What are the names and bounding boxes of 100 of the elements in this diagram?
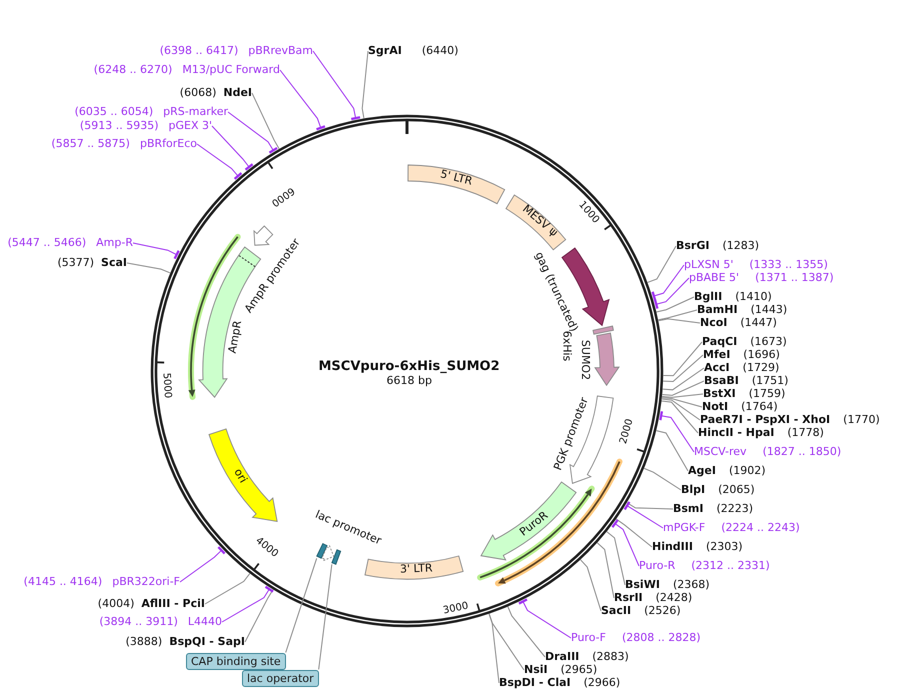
leader-line xyxy=(126,262,171,274)
cut-position: (1283) xyxy=(722,240,760,252)
enzyme-name: MfeI xyxy=(703,349,730,361)
primer-range: (5447 .. 5466) xyxy=(8,237,86,249)
feature-label: 3' LTR xyxy=(399,562,432,576)
primer-range: (3894 .. 3911) xyxy=(99,616,178,628)
enzyme-name: BspQI - SapI xyxy=(169,636,245,648)
leader-line xyxy=(580,559,602,612)
cut-position: (1751) xyxy=(752,375,788,387)
enzyme-name: BstXI xyxy=(703,388,736,400)
leader-line xyxy=(312,50,362,120)
feature-label: ori xyxy=(231,466,249,486)
enzyme-name: DraIII xyxy=(545,651,580,663)
primer-range: (5857 .. 5875) xyxy=(51,138,130,150)
enzyme-name: NcoI xyxy=(700,317,728,329)
leader-line xyxy=(656,430,688,472)
leader-line xyxy=(222,586,274,622)
leader-line xyxy=(606,531,626,586)
enzyme-name: BsiWI xyxy=(625,579,660,591)
enzyme-name: BsaBI xyxy=(704,375,739,387)
primer-range: (1371 .. 1387) xyxy=(755,272,834,284)
leader-line xyxy=(626,502,674,510)
primer-name: pLXSN 5' xyxy=(684,259,734,271)
cut-position: (1759) xyxy=(748,388,786,400)
leader-line xyxy=(662,354,704,382)
primer-name: pBRforEco xyxy=(140,138,197,150)
leader-line xyxy=(132,242,180,260)
leader-line xyxy=(661,400,698,434)
cut-position: (1447) xyxy=(740,317,777,329)
primer-name: pBABE 5' xyxy=(689,272,740,284)
leader-line xyxy=(318,564,332,670)
leader-line xyxy=(661,397,702,408)
enzyme-name: BsmI xyxy=(673,503,704,515)
cut-position: (1778) xyxy=(787,427,824,439)
leader-line xyxy=(647,246,676,283)
leader-line xyxy=(624,500,664,528)
tick-label: 3000 xyxy=(442,600,470,616)
feature-tag: lac operator xyxy=(242,670,319,686)
enzyme-name: AccI xyxy=(704,362,730,374)
cut-position: (6068) xyxy=(180,87,216,99)
primer-range: (1333 .. 1355) xyxy=(749,259,828,271)
leader-line xyxy=(662,368,704,390)
feature-mark xyxy=(316,543,328,559)
cut-position: (1902) xyxy=(728,465,766,477)
leader-line xyxy=(252,92,280,150)
cut-position: (2526) xyxy=(644,605,681,617)
leader-line xyxy=(661,398,700,420)
leader-line xyxy=(662,380,704,396)
primer-name: M13/pUC Forward xyxy=(182,64,280,76)
leader-line xyxy=(228,112,278,154)
leader-line xyxy=(488,613,524,670)
enzyme-name: SacII xyxy=(601,605,632,617)
leader-line xyxy=(518,598,572,638)
enzyme-name: BglII xyxy=(694,291,722,303)
primer-range: (2808 .. 2828) xyxy=(622,632,700,644)
cut-position: (3888) xyxy=(126,636,162,648)
leader-line xyxy=(662,342,702,376)
leader-line xyxy=(656,296,694,313)
primer-range: (2224 .. 2243) xyxy=(721,522,800,534)
primer-name: MSCV-rev xyxy=(694,446,747,458)
enzyme-name: BamHI xyxy=(697,304,738,316)
leader-line xyxy=(280,70,326,131)
leader-line xyxy=(212,126,254,171)
leader-line xyxy=(285,558,318,653)
primer-name: pRS-marker xyxy=(163,106,228,118)
enzyme-name: BspDI - ClaI xyxy=(499,677,571,689)
enzyme-name: NdeI xyxy=(223,87,252,99)
primer-range: (6248 .. 6270) xyxy=(94,64,172,76)
feature-label: SUMO2 xyxy=(579,340,592,380)
enzyme-name: NsiI xyxy=(524,664,548,676)
enzyme-name: PaqCI xyxy=(702,336,738,348)
enzyme-name: ScaI xyxy=(101,257,127,269)
leader-line xyxy=(196,144,243,180)
cut-position: (5377) xyxy=(57,257,94,269)
enzyme-name: HincII - HpaI xyxy=(698,427,774,439)
cut-position: (2303) xyxy=(706,541,743,553)
cut-position: (6440) xyxy=(422,45,458,57)
primer-name: mPGK-F xyxy=(663,522,706,534)
cut-position: (2883) xyxy=(592,651,629,663)
primer-name: Puro-F xyxy=(571,632,606,644)
cut-position: (4004) xyxy=(98,598,134,610)
leader-line xyxy=(658,310,698,320)
primer-range: (6398 .. 6417) xyxy=(160,45,238,57)
enzyme-name: BlpI xyxy=(681,484,706,496)
cut-position: (1443) xyxy=(750,304,788,316)
feature-label: 6xHis xyxy=(560,330,572,362)
cut-position: (1770) xyxy=(843,414,880,426)
leader-line xyxy=(180,546,226,582)
leader-line xyxy=(644,468,682,490)
feature-label: 5' LTR xyxy=(438,168,473,188)
primer-name: Amp-R xyxy=(96,237,133,249)
enzyme-name: PaeR7I - PspXI - XhoI xyxy=(700,414,830,426)
leader-line xyxy=(611,518,640,566)
feature-label: AmpR xyxy=(226,320,244,354)
cut-position: (2965) xyxy=(560,664,598,676)
cut-position: (1729) xyxy=(742,362,780,374)
leader-line xyxy=(507,606,546,658)
primer-name: pBRrevBam xyxy=(248,45,313,57)
primer-range: (5913 .. 5935) xyxy=(80,120,158,132)
primer-range: (2312 .. 2331) xyxy=(691,560,770,572)
